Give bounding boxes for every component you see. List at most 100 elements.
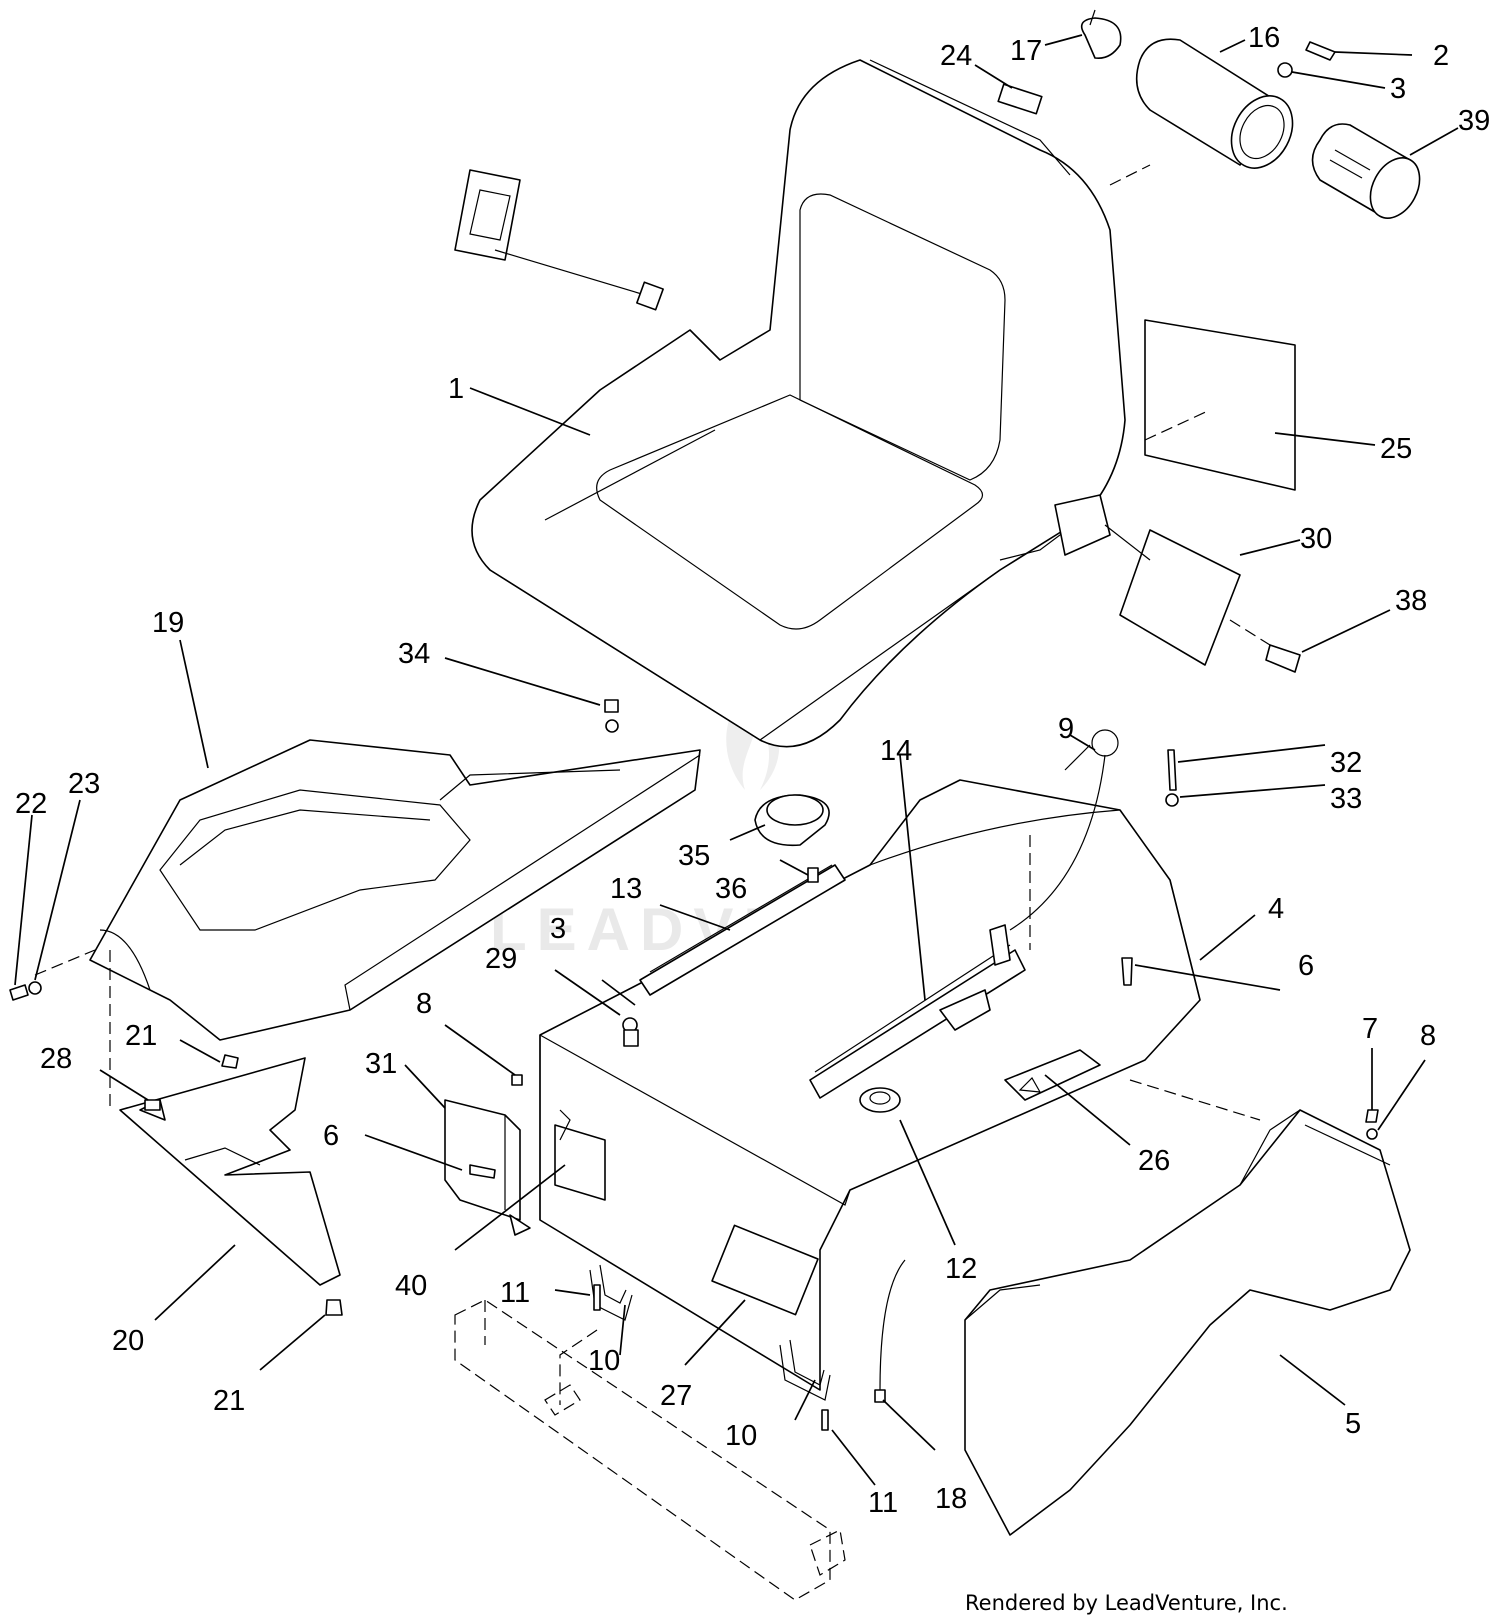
callout-17: 17 <box>1010 35 1042 67</box>
callout-30: 30 <box>1300 523 1332 555</box>
callout-27: 27 <box>660 1380 692 1412</box>
callout-26: 26 <box>1138 1145 1170 1177</box>
callout-36: 36 <box>715 873 747 905</box>
leader-17 <box>1044 34 1083 46</box>
callout-9: 9 <box>1058 713 1074 745</box>
callout-5: 5 <box>1345 1408 1361 1440</box>
callout-3: 3 <box>1390 73 1406 105</box>
callout-34: 34 <box>398 638 430 670</box>
callout-32: 32 <box>1330 747 1362 779</box>
leader-6a <box>364 1134 463 1171</box>
leader-12 <box>899 1119 956 1246</box>
callout-31: 31 <box>365 1048 397 1080</box>
leader-18 <box>882 1399 936 1451</box>
callout-6: 6 <box>323 1120 339 1152</box>
leader-4 <box>1199 914 1256 961</box>
leader-23 <box>34 799 81 981</box>
leader-24 <box>974 64 1013 89</box>
leader-20 <box>154 1244 236 1321</box>
leader-22 <box>14 814 33 986</box>
seat-belt-buckle <box>1054 494 1301 673</box>
left-bracket <box>109 950 343 1316</box>
seat-hardware-top <box>997 9 1421 491</box>
rear-hood <box>9 739 701 1041</box>
leader-38 <box>1301 609 1391 653</box>
leader-34 <box>444 657 601 706</box>
callout-7: 7 <box>1362 1013 1378 1045</box>
callout-4: 4 <box>1268 893 1284 925</box>
leader-27 <box>684 1299 746 1366</box>
leader-3b <box>601 979 636 1006</box>
leader-8b <box>1377 1059 1426 1131</box>
leader-30 <box>1239 539 1301 556</box>
callout-40: 40 <box>395 1270 427 1302</box>
callout-21: 21 <box>125 1020 157 1052</box>
leader-31 <box>404 1064 446 1109</box>
leader-21b <box>259 1314 326 1371</box>
callout-20: 20 <box>112 1325 144 1357</box>
leader-1 <box>469 387 591 436</box>
leader-8a <box>444 1024 516 1076</box>
callout-16: 16 <box>1248 22 1280 54</box>
seat <box>454 59 1126 748</box>
callout-28: 28 <box>40 1043 72 1075</box>
leader-16 <box>1219 39 1246 53</box>
seat-rails <box>622 864 1026 1099</box>
leader-10a <box>619 1304 626 1356</box>
callout-35: 35 <box>678 840 710 872</box>
rear-fender <box>964 1109 1411 1536</box>
leader-14 <box>899 754 926 1001</box>
leader-2 <box>1334 51 1413 56</box>
leader-29 <box>554 969 621 1016</box>
callout-2: 2 <box>1433 40 1449 72</box>
leader-39 <box>1409 127 1459 156</box>
leader-6b <box>1134 964 1281 991</box>
leader-35 <box>729 824 766 841</box>
leader-21a <box>179 1039 221 1063</box>
callout-11: 11 <box>868 1487 898 1519</box>
callout-33: 33 <box>1330 783 1362 815</box>
leader-10b <box>794 1379 816 1421</box>
leader-36 <box>779 859 809 876</box>
callout-39: 39 <box>1458 105 1490 137</box>
leader-3a <box>1291 71 1386 89</box>
callout-11: 11 <box>500 1277 530 1309</box>
callout-6: 6 <box>1298 950 1314 982</box>
leader-25 <box>1274 432 1376 446</box>
leader-26 <box>1044 1074 1131 1146</box>
callout-18: 18 <box>935 1483 967 1515</box>
callout-1: 1 <box>448 373 464 405</box>
callout-10: 10 <box>725 1420 757 1452</box>
lower-tube <box>454 1259 906 1601</box>
callout-38: 38 <box>1395 585 1427 617</box>
callout-22: 22 <box>15 788 47 820</box>
callout-21: 21 <box>213 1385 245 1417</box>
small-hardware <box>444 699 1179 1236</box>
callout-3: 3 <box>550 913 566 945</box>
leader-9 <box>1069 734 1096 751</box>
callout-19: 19 <box>152 607 184 639</box>
callout-8: 8 <box>416 988 432 1020</box>
leader-32 <box>1177 744 1326 763</box>
callout-25: 25 <box>1380 433 1412 465</box>
leader-11b <box>831 1429 876 1486</box>
callout-29: 29 <box>485 943 517 975</box>
leader-lines <box>14 34 1459 1486</box>
leader-28 <box>99 1069 149 1101</box>
callout-10: 10 <box>588 1345 620 1377</box>
callout-labels: 1 2 3 3 4 5 6 6 7 8 8 9 10 10 11 11 12 1… <box>15 22 1490 1519</box>
leader-13 <box>659 904 731 931</box>
callout-24: 24 <box>940 40 972 72</box>
leader-19 <box>179 639 209 769</box>
callout-13: 13 <box>610 873 642 905</box>
callout-23: 23 <box>68 768 100 800</box>
callout-8: 8 <box>1420 1020 1436 1052</box>
leader-40 <box>454 1164 566 1251</box>
callout-12: 12 <box>945 1253 977 1285</box>
leader-33 <box>1179 784 1326 798</box>
leader-11a <box>554 1289 591 1296</box>
main-frame <box>539 779 1261 1391</box>
callout-14: 14 <box>880 735 912 767</box>
